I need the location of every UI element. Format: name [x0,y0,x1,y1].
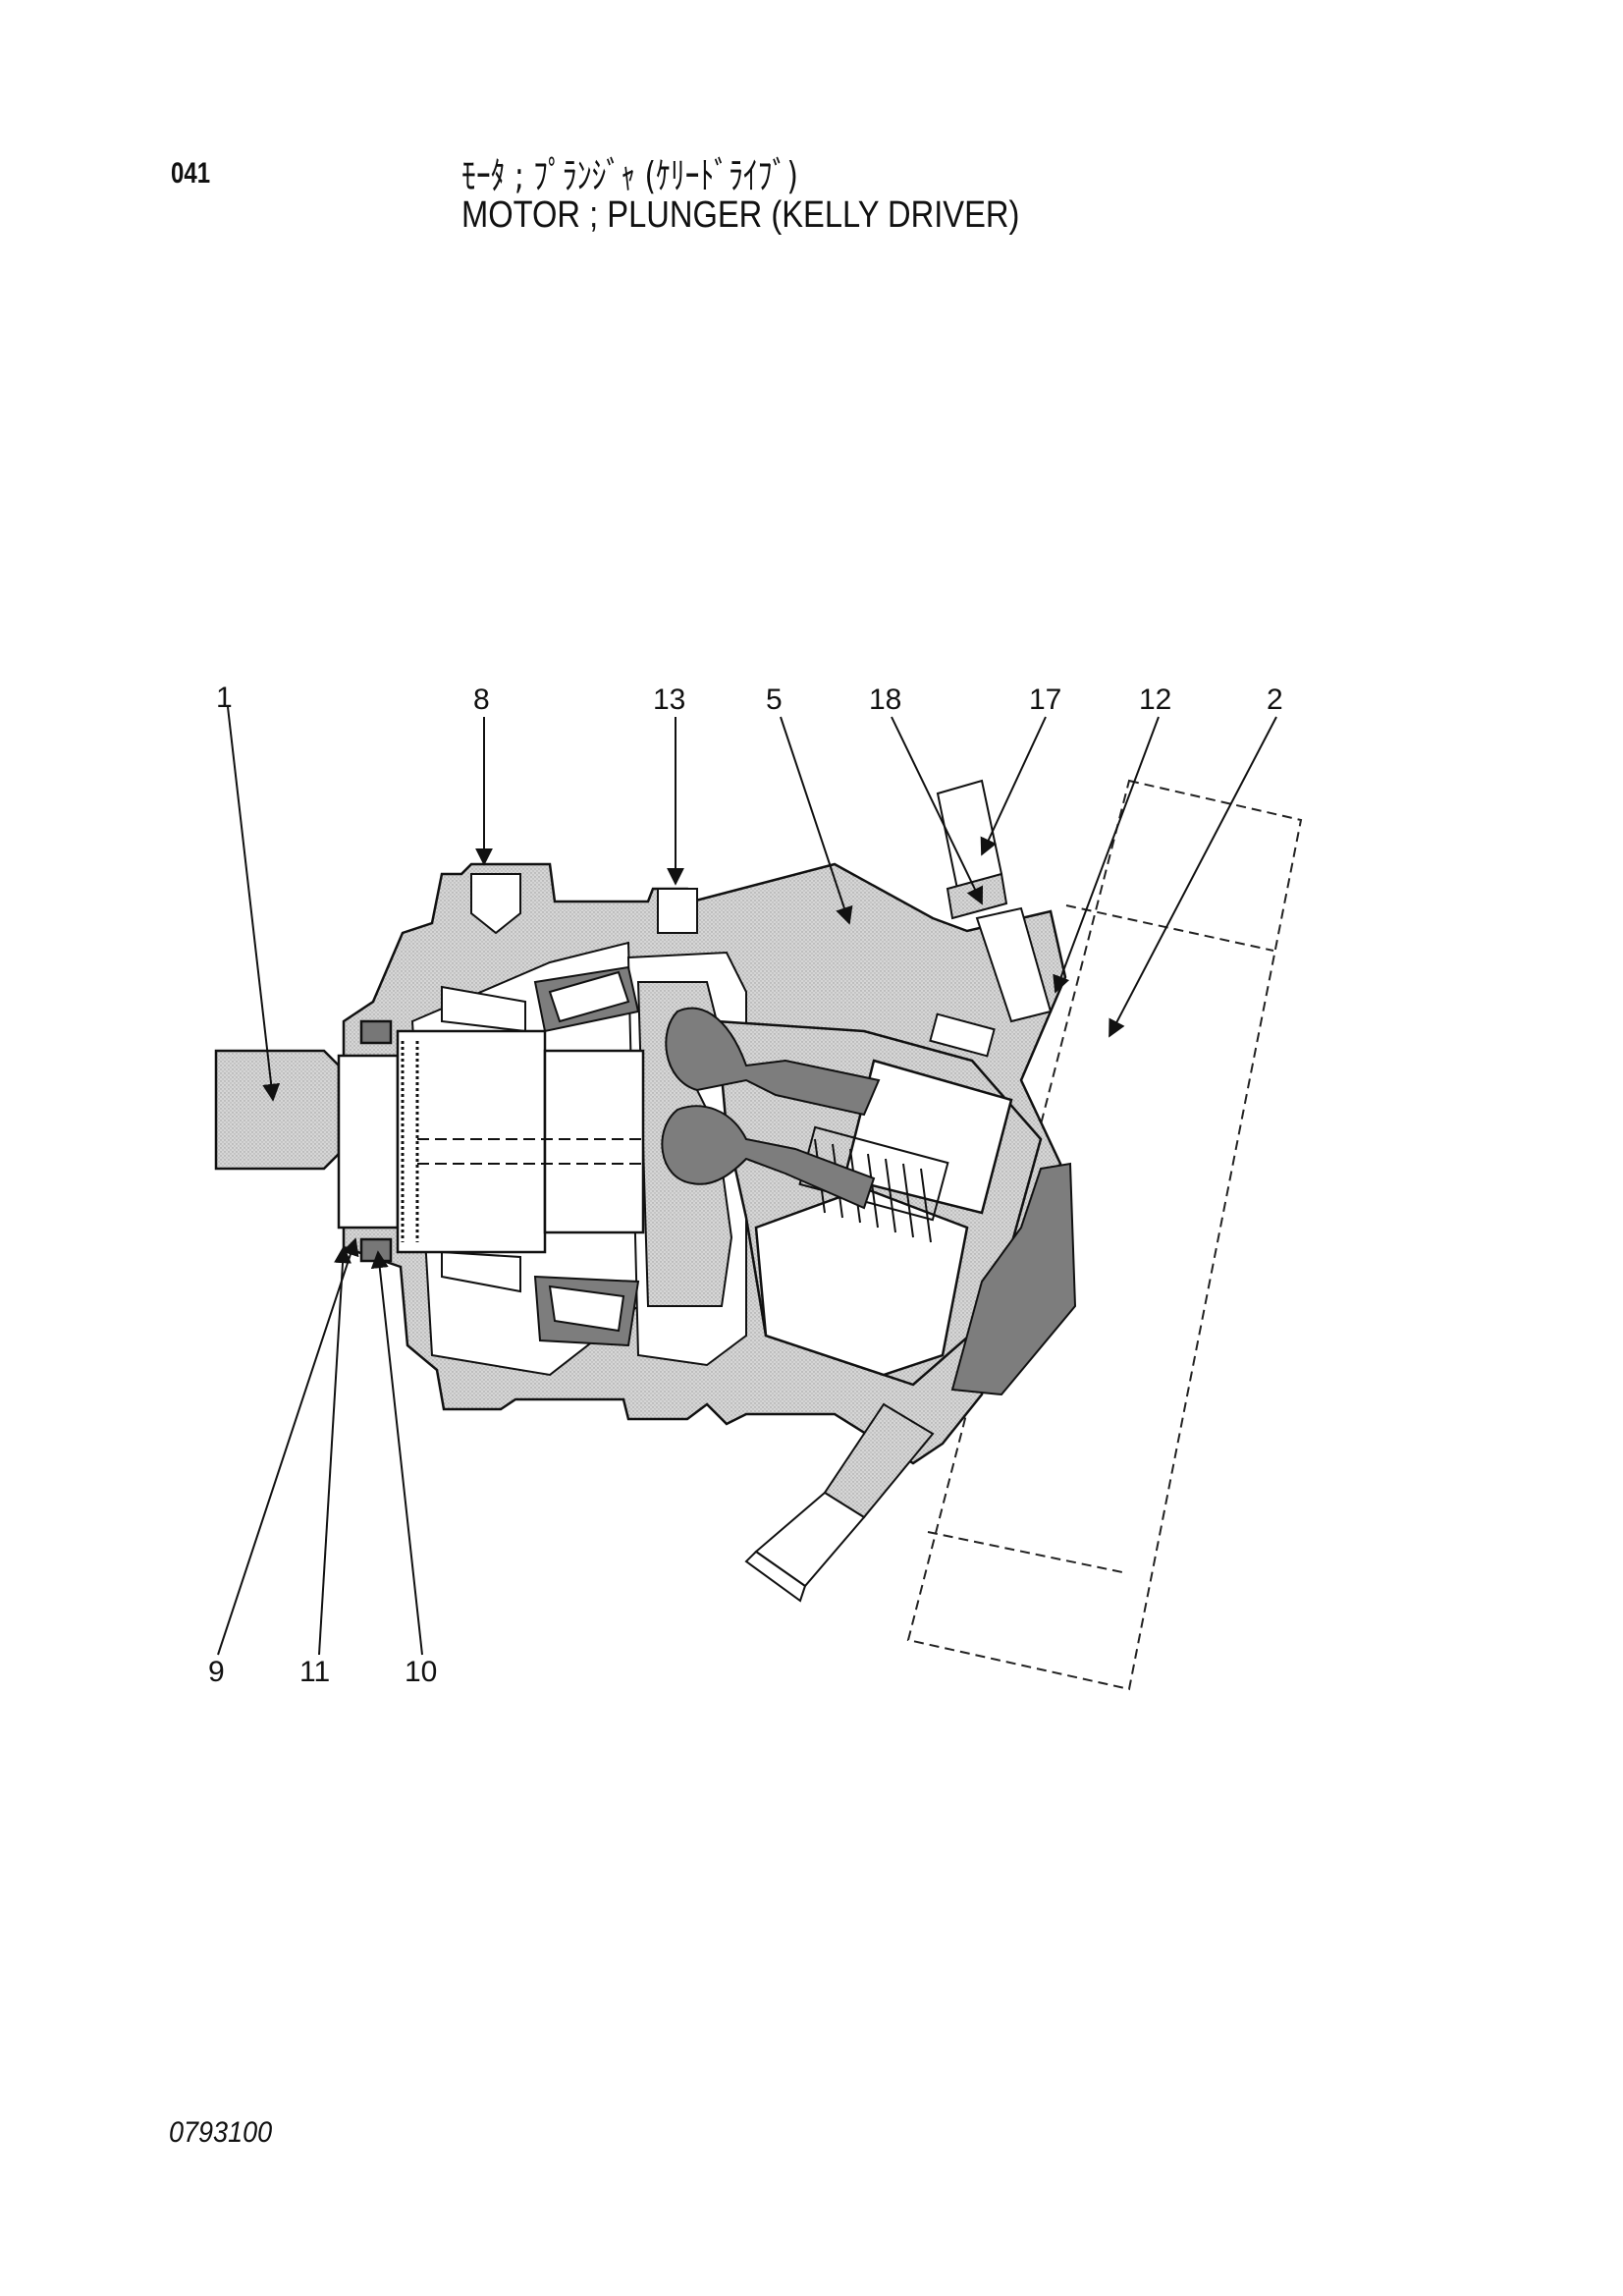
top-bolts [470,873,698,935]
title-japanese: ﾓｰﾀ ; ﾌﾟﾗﾝｼﾞｬ (ｹﾘｰﾄﾞﾗｲﾌﾞ) [461,154,798,197]
callout-2: 2 [1267,683,1283,716]
part-2-dashed-outline [906,779,1303,1691]
page-number: 041 [171,157,211,190]
callout-18: 18 [869,683,901,716]
title-english: MOTOR ; PLUNGER (KELLY DRIVER) [461,194,1020,236]
callout-13: 13 [653,683,685,716]
leader-lines [217,706,1277,1656]
callout-5: 5 [766,683,783,716]
callout-11: 11 [299,1656,330,1688]
callout-9: 9 [208,1656,225,1688]
callout-1: 1 [216,682,233,714]
output-shaft [214,1019,645,1263]
plunger-heads [441,965,1077,1396]
cylinder-block [715,1019,1043,1387]
callout-8: 8 [473,683,490,716]
lower-fittings [744,1402,935,1603]
drawing-code: 0793100 [169,2116,273,2149]
callout-17: 17 [1029,683,1061,716]
upper-fittings [936,779,1053,1023]
callout-10: 10 [405,1656,437,1688]
callout-12: 12 [1139,683,1171,716]
